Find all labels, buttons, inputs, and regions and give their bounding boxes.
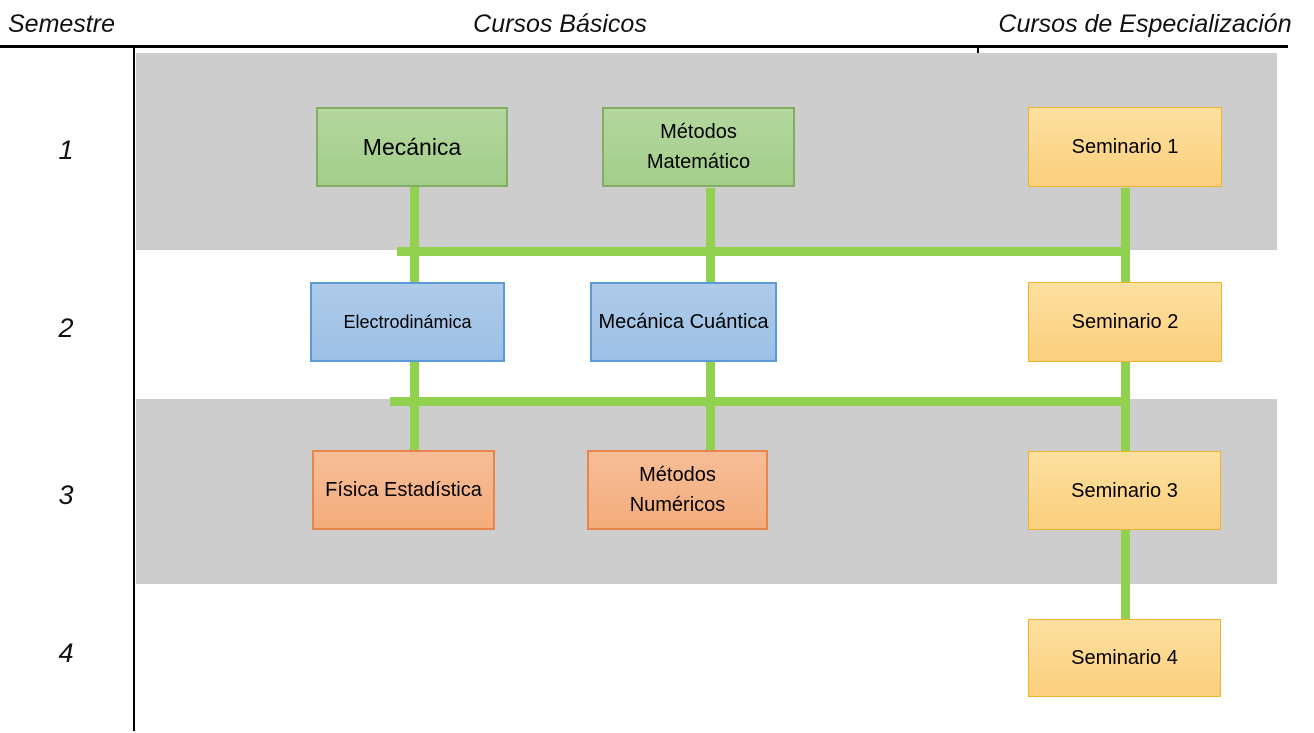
course-box-metodos-numericos: Métodos Numéricos bbox=[587, 450, 768, 530]
semester-2-label: 2 bbox=[58, 313, 74, 343]
header-specialization-courses-column: Cursos de Especialización bbox=[998, 10, 1292, 38]
connector-seminario1-to-seminario2 bbox=[1121, 188, 1130, 282]
course-box-seminario-3: Seminario 3 bbox=[1028, 451, 1221, 530]
connector-electrodinamica-to-row3 bbox=[410, 362, 419, 450]
course-box-metodos-matematico: Métodos Matemático bbox=[602, 107, 795, 187]
header-basic-courses-column: Cursos Básicos bbox=[473, 10, 647, 38]
semester-column-divider-line bbox=[133, 48, 135, 731]
connector-mecanica-to-row2 bbox=[410, 187, 419, 282]
connector-horizontal-row2-row3 bbox=[390, 397, 1130, 406]
course-box-electrodinamica: Electrodinámica bbox=[310, 282, 505, 362]
course-box-fisica-estadistica: Física Estadística bbox=[312, 450, 495, 530]
header-semester-column: Semestre bbox=[8, 10, 115, 38]
connector-metodos-matematico-to-row2 bbox=[706, 188, 715, 282]
column-separator-tick bbox=[977, 48, 979, 53]
semester-1-label: 1 bbox=[58, 135, 74, 165]
semester-4-label: 4 bbox=[58, 638, 74, 668]
connector-seminario2-to-seminario3 bbox=[1121, 362, 1130, 451]
course-box-seminario-1: Seminario 1 bbox=[1028, 107, 1222, 187]
connector-mecanica-cuantica-to-row3 bbox=[706, 362, 715, 450]
connector-seminario3-to-seminario4 bbox=[1121, 530, 1130, 619]
header-underline bbox=[0, 45, 1288, 48]
course-box-mecanica-cuantica: Mecánica Cuántica bbox=[590, 282, 777, 362]
course-box-mecanica: Mecánica bbox=[316, 107, 508, 187]
semester-3-label: 3 bbox=[58, 480, 74, 510]
course-box-seminario-2: Seminario 2 bbox=[1028, 282, 1222, 362]
connector-horizontal-row1-row2 bbox=[397, 247, 1130, 256]
course-box-seminario-4: Seminario 4 bbox=[1028, 619, 1221, 697]
